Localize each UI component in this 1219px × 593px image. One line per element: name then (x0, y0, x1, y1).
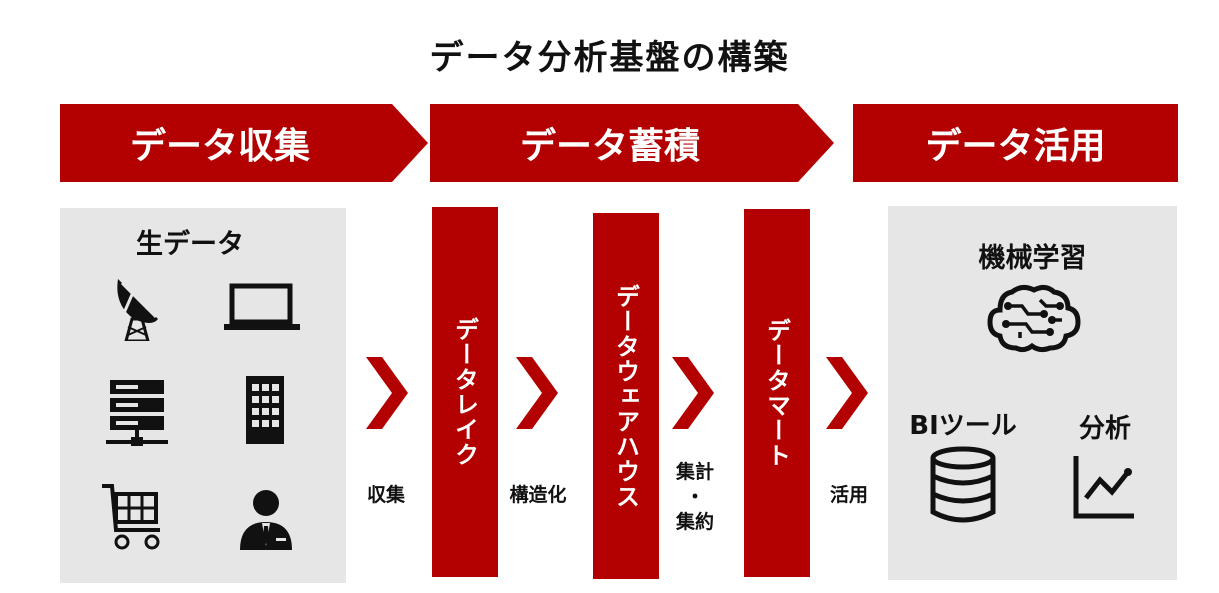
step-label-collect: 収集 (366, 484, 405, 506)
step-label-aggregate-dot: ・ (685, 486, 705, 508)
page-title: データ分析基盤の構築 (429, 38, 790, 78)
satellite-dish-icon (112, 275, 162, 341)
step-label-aggregate-line1: 集計 (675, 461, 714, 483)
raw-data-title: 生データ (136, 229, 244, 260)
usage-bi-label: BIツール (909, 411, 1017, 441)
step-label-aggregate-line2: 集約 (675, 511, 714, 533)
stage-banner-collect-shape (60, 104, 428, 182)
building-icon (240, 374, 290, 446)
step-label-aggregate: 集計 ・ 集約 (668, 460, 722, 535)
chevron-right-icon (826, 357, 868, 429)
business-person-icon (236, 488, 296, 552)
chevron-right-icon (366, 357, 408, 429)
usage-analysis-label: 分析 (1078, 414, 1131, 444)
chevron-right-icon (516, 357, 558, 429)
laptop-icon (222, 282, 302, 332)
brain-circuit-icon (986, 282, 1082, 354)
column-data-lake-label: データレイク (450, 317, 479, 467)
column-data-mart: データマート (744, 209, 810, 577)
stage-banner-store-shape (430, 104, 834, 182)
chevron-right-icon (672, 357, 714, 429)
shopping-cart-icon (100, 482, 170, 552)
stage-banner-store: データ蓄積 (519, 126, 700, 167)
column-data-lake: データレイク (432, 207, 498, 577)
step-label-use: 活用 (829, 484, 868, 506)
stage-banner-collect: データ収集 (129, 126, 310, 167)
database-icon (928, 446, 998, 524)
usage-ml-label: 機械学習 (978, 243, 1087, 274)
column-data-mart-label: データマート (762, 318, 791, 468)
column-data-warehouse-label: データウェアハウス (611, 283, 640, 509)
line-chart-icon (1072, 454, 1136, 520)
column-data-warehouse: データウェアハウス (593, 213, 659, 579)
server-icon (106, 378, 168, 448)
raw-data-panel (60, 208, 346, 583)
step-label-structure: 構造化 (509, 484, 567, 506)
stage-banner-use: データ活用 (853, 104, 1178, 182)
